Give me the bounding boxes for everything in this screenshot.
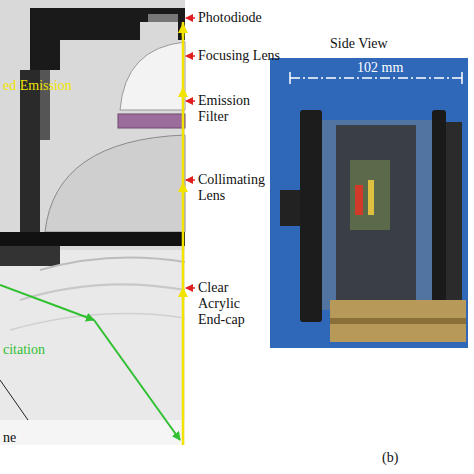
sensor-cross-section	[0, 0, 185, 445]
plane-label: ne	[3, 430, 16, 446]
dimension-label: 102 mm	[355, 60, 405, 76]
label-leaders	[186, 18, 195, 288]
emission-path	[183, 22, 184, 445]
emission-label: ed Emission	[3, 78, 72, 94]
view-title: Side View	[330, 36, 388, 52]
excitation-path	[0, 285, 180, 440]
part-label: Focusing Lens	[198, 48, 280, 64]
part-label: Emission Filter	[198, 93, 268, 125]
part-label: Clear Acrylic End-cap	[198, 280, 270, 328]
part-label: Collimating Lens	[198, 172, 270, 204]
panel-label: (b)	[382, 450, 398, 466]
sensor-photo	[270, 58, 468, 348]
part-label: Photodiode	[198, 10, 262, 26]
excitation-label: citation	[3, 342, 45, 358]
